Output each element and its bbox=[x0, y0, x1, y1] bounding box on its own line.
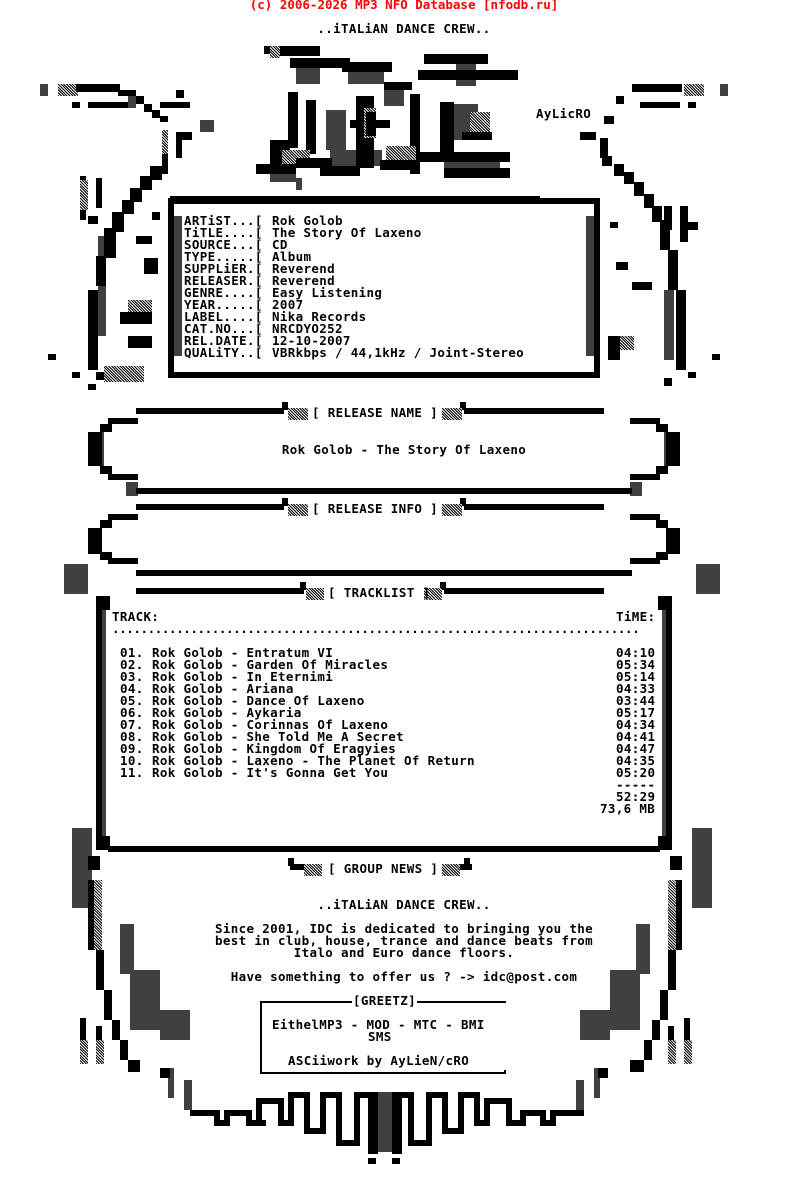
news-contact: Have something to offer us ? -> idc@post… bbox=[230, 969, 578, 984]
track-time: 04:35 bbox=[616, 753, 656, 768]
track-title: Rok Golob - Corinnas Of Laxeno bbox=[152, 717, 389, 732]
section-title-release-info: [ RELEASE INFO ] bbox=[312, 501, 439, 516]
field-label: REL.DATE.[ bbox=[184, 333, 263, 348]
site-copyright-header: (c) 2006-2026 MP3 NFO Database [nfodb.ru… bbox=[249, 0, 559, 12]
group-tagline: ..iTALiAN DANCE CREW.. bbox=[317, 21, 491, 36]
track-number: 07. bbox=[120, 717, 144, 732]
track-time: 04:41 bbox=[616, 729, 656, 744]
track-title: Rok Golob - Dance Of Laxeno bbox=[152, 693, 365, 708]
field-value: VBRkbps / 44,1kHz / Joint-Stereo bbox=[272, 345, 525, 360]
field-label: GENRE....[ bbox=[184, 285, 263, 300]
news-line-2: best in club, house, trance and dance be… bbox=[214, 933, 594, 948]
section-title-release-name: [ RELEASE NAME ] bbox=[312, 405, 439, 420]
track-time: 05:34 bbox=[616, 657, 656, 672]
track-title: Rok Golob - In Eternimi bbox=[152, 669, 334, 684]
track-number: 06. bbox=[120, 705, 144, 720]
field-label: LABEL....[ bbox=[184, 309, 263, 324]
field-label: QUALiTY..[ bbox=[184, 345, 263, 360]
track-time: 05:17 bbox=[616, 705, 656, 720]
field-label: TiTLE....[ bbox=[184, 225, 263, 240]
field-value: CD bbox=[272, 237, 288, 252]
news-heading: ..iTALiAN DANCE CREW.. bbox=[317, 897, 491, 912]
track-number: 05. bbox=[120, 693, 144, 708]
field-value: Reverend bbox=[272, 261, 336, 276]
track-title: Rok Golob - Entratum VI bbox=[152, 645, 334, 660]
greetz-box-corner bbox=[504, 1070, 506, 1074]
greetz-line-1: EithelMP3 - MOD - MTC - BMI bbox=[272, 1017, 485, 1032]
field-label: CAT.NO...[ bbox=[184, 321, 263, 336]
field-label: TYPE.....[ bbox=[184, 249, 263, 264]
track-number: 10. bbox=[120, 753, 144, 768]
field-value: 12-10-2007 bbox=[272, 333, 351, 348]
track-title: Rok Golob - Aykaria bbox=[152, 705, 302, 720]
field-label: SOURCE...[ bbox=[184, 237, 263, 252]
section-title-group-news: [ GROUP NEWS ] bbox=[328, 861, 439, 876]
field-label: RELEASER.[ bbox=[184, 273, 263, 288]
news-line-3: Italo and Euro dance floors. bbox=[293, 945, 515, 960]
total-size: 73,6 MB bbox=[600, 801, 656, 816]
track-number: 04. bbox=[120, 681, 144, 696]
track-number: 09. bbox=[120, 741, 144, 756]
track-title: Rok Golob - Garden Of Miracles bbox=[152, 657, 389, 672]
track-time: 04:33 bbox=[616, 681, 656, 696]
greetz-credit: ASCiiwork by AyLieN/cRO bbox=[288, 1053, 470, 1068]
track-time: 03:44 bbox=[616, 693, 656, 708]
ascii-artist-tag: AyLicRO bbox=[536, 106, 592, 121]
section-title-tracklist: [ TRACKLIST ] bbox=[328, 585, 431, 600]
greetz-line-2: SMS bbox=[368, 1029, 392, 1044]
track-time: 04:47 bbox=[616, 741, 656, 756]
field-label: ARTiST...[ bbox=[184, 213, 263, 228]
release-name-text: Rok Golob - The Story Of Laxeno bbox=[281, 442, 527, 457]
field-value: Easy Listening bbox=[272, 285, 383, 300]
field-label: SUPPLiER.[ bbox=[184, 261, 263, 276]
total-rule: ----- bbox=[616, 777, 656, 792]
track-number: 03. bbox=[120, 669, 144, 684]
track-number: 08. bbox=[120, 729, 144, 744]
release-details-box bbox=[168, 198, 600, 378]
track-time: 04:34 bbox=[616, 717, 656, 732]
tracklist-col-track: TRACK: bbox=[112, 609, 160, 624]
field-value: Nika Records bbox=[272, 309, 367, 324]
box-shade-left bbox=[174, 216, 182, 356]
track-number: 11. bbox=[120, 765, 144, 780]
track-title: Rok Golob - It's Gonna Get You bbox=[152, 765, 389, 780]
field-value: 2007 bbox=[272, 297, 304, 312]
track-title: Rok Golob - Kingdom Of Eragyies bbox=[152, 741, 397, 756]
field-value: The Story Of Laxeno bbox=[272, 225, 422, 240]
total-time: 52:29 bbox=[616, 789, 656, 804]
news-line-1: Since 2001, IDC is dedicated to bringing… bbox=[214, 921, 594, 936]
track-title: Rok Golob - She Told Me A Secret bbox=[152, 729, 405, 744]
field-value: Rok Golob bbox=[272, 213, 343, 228]
field-value: NRCDYO252 bbox=[272, 321, 343, 336]
greetz-title: [GREETZ] bbox=[352, 993, 418, 1008]
track-time: 05:20 bbox=[616, 765, 656, 780]
tracklist-col-time: TiME: bbox=[616, 609, 656, 624]
box-shade-right bbox=[586, 216, 594, 356]
track-title: Rok Golob - Laxeno - The Planet Of Retur… bbox=[152, 753, 475, 768]
field-label: YEAR.....[ bbox=[184, 297, 263, 312]
track-time: 05:14 bbox=[616, 669, 656, 684]
track-number: 02. bbox=[120, 657, 144, 672]
track-time: 04:10 bbox=[616, 645, 656, 660]
field-value: Reverend bbox=[272, 273, 336, 288]
track-number: 01. bbox=[120, 645, 144, 660]
track-title: Rok Golob - Ariana bbox=[152, 681, 294, 696]
field-value: Album bbox=[272, 249, 312, 264]
tracklist-separator: ........................................… bbox=[112, 621, 640, 636]
